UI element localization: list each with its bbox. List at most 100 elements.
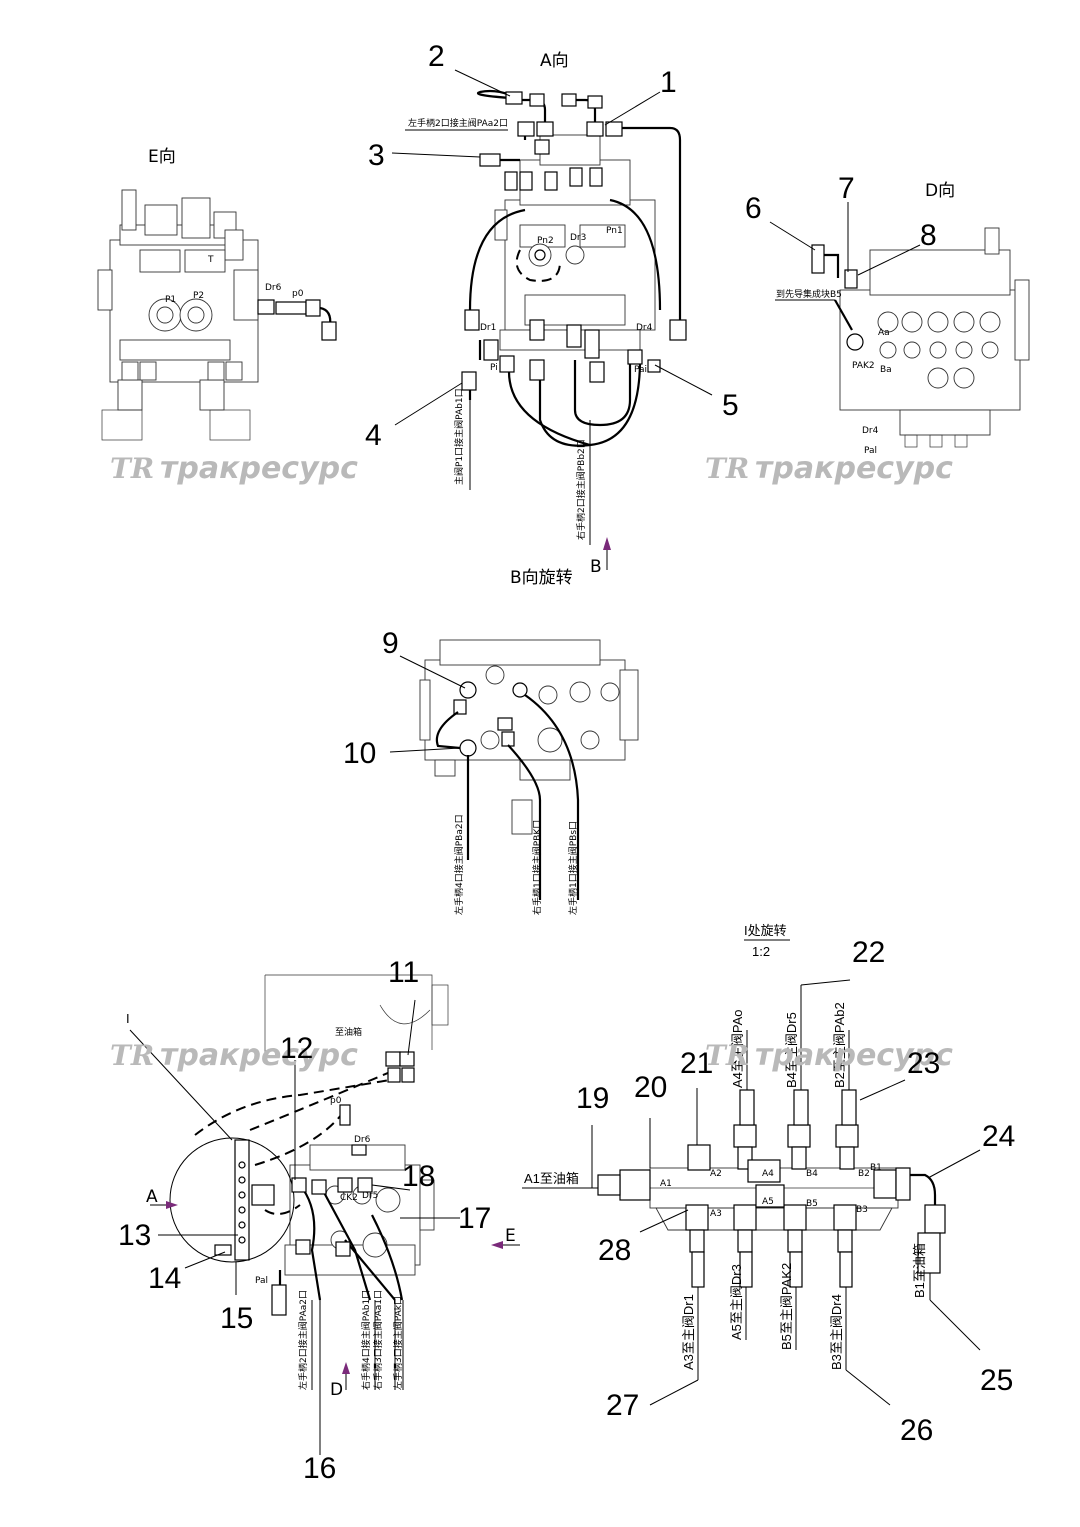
view-b-leaders (389, 655, 466, 753)
callout-5: 5 (722, 389, 739, 422)
view-a-arrow-label: A (146, 1187, 158, 1207)
view-e: E向 P1 P2 T (97, 147, 337, 441)
watermark-logo-2: TR (705, 452, 749, 485)
callout-20: 20 (634, 1071, 667, 1104)
note-assembly-4: 左手柄3口接主阀PAk口 (392, 1296, 404, 1390)
callout-23: 23 (907, 1047, 940, 1080)
view-a-title: A向 (540, 51, 569, 71)
callout-1: 1 (660, 66, 677, 99)
tank-note: 至油箱 (335, 1026, 362, 1038)
callout-6: 6 (745, 192, 762, 225)
note-i-bottom-1: A3至主阀Dr1 (681, 1294, 696, 1370)
view-b-arrow-label: B (590, 557, 602, 577)
callout-22: 22 (852, 936, 885, 969)
port-label-b5: B5 (806, 1199, 818, 1209)
view-a-hoses (468, 89, 682, 447)
note-a-left-top: 左手柄2口接主阀PAa2口 (408, 117, 508, 129)
port-label-ba: Ba (880, 365, 892, 375)
assembly-leaders (129, 999, 460, 1455)
watermark-logo-4: TR (705, 1039, 749, 1072)
watermark-4: TR тракресурс (705, 1038, 953, 1073)
detail-i-top-fittings (687, 985, 859, 1183)
note-i-a1: A1至油箱 (524, 1171, 579, 1186)
callout-4: 4 (365, 419, 382, 452)
port-label-b4: B4 (806, 1169, 818, 1179)
callout-26: 26 (900, 1414, 933, 1447)
watermark-text-2: тракресурс (755, 451, 953, 486)
view-b-fittings-hoses (435, 681, 580, 900)
assembly-manifold (214, 1139, 275, 1261)
detail-i-leaders (591, 979, 981, 1406)
port-label-pal: Pal (864, 446, 877, 456)
view-assembly: 至油箱 (126, 974, 520, 1455)
port-label-a5: A5 (762, 1197, 774, 1207)
callout-7: 7 (838, 172, 855, 205)
callout-2: 2 (428, 40, 445, 73)
port-label-pak2: PAK2 (852, 361, 875, 371)
note-b-2: 右手柄1口接主阀PBK口 (531, 820, 543, 915)
view-d: D向 (769, 181, 1030, 456)
port-label-pi: Pi (490, 363, 498, 373)
port-label-a3: A3 (710, 1209, 722, 1219)
view-a-leaders (391, 69, 713, 545)
port-label-dr3: Dr3 (570, 233, 586, 243)
watermark-logo-1: TR (110, 452, 154, 485)
detail-i-scale: 1:2 (752, 944, 770, 959)
port-label-dr4: Dr4 (636, 323, 653, 333)
callout-18: 18 (402, 1160, 435, 1193)
note-i-top-1: A4至主阀PAo (730, 1009, 745, 1088)
port-label-pal-b: Pal (255, 1276, 268, 1286)
detail-i-bottom-fittings (685, 1184, 857, 1380)
view-e-title: E向 (148, 147, 176, 167)
view-e-arrow (491, 1241, 520, 1249)
port-label-a1: A1 (660, 1179, 672, 1189)
port-label-b2: B2 (858, 1169, 870, 1179)
watermark-2: TR тракресурс (705, 451, 953, 486)
view-d-arrow (342, 1362, 350, 1390)
assembly-vertical-notes: 左手柄2口接主阀PAa2口 右手柄4口接主阀PAb1口 右手柄3口接主阀PAa1… (297, 1290, 404, 1390)
watermark-logo-3: TR (110, 1039, 154, 1072)
callout-27: 27 (606, 1389, 639, 1422)
callout-16: 16 (303, 1452, 336, 1485)
note-i-bottom-2: A5至主阀Dr3 (729, 1264, 744, 1340)
callout-8: 8 (920, 219, 937, 252)
watermark-1: TR тракресурс (110, 451, 358, 486)
note-assembly-2: 右手柄4口接主阀PAb1口 (360, 1290, 372, 1390)
port-label-b3: B3 (856, 1205, 868, 1215)
port-label-a2: A2 (710, 1169, 722, 1179)
callout-9: 9 (382, 627, 399, 660)
note-i-top-2: B4至主阀Dr5 (784, 1012, 799, 1088)
callout-19: 19 (576, 1082, 609, 1115)
port-label-dr6-b: Dr6 (354, 1135, 371, 1145)
port-label-p1: P1 (165, 295, 176, 305)
port-label-b1: B1 (870, 1163, 882, 1173)
port-label-dr5: Dr5 (362, 1191, 378, 1201)
callout-25: 25 (980, 1364, 1013, 1397)
note-b-1: 左手柄4口接主阀PBa2口 (453, 814, 465, 915)
port-label-a4: A4 (762, 1169, 774, 1179)
watermark-text-3: тракресурс (160, 1038, 358, 1073)
view-b: 左手柄4口接主阀PBa2口 右手柄1口接主阀PBK口 左手柄1口接主阀PBs口 (389, 639, 639, 915)
note-assembly-3: 右手柄3口接主阀PAa1口 (372, 1290, 384, 1390)
port-label-dr6: Dr6 (265, 283, 282, 293)
assembly-hoses (194, 1069, 404, 1301)
port-label-pn1: Pn1 (606, 226, 623, 236)
callout-11: 11 (388, 956, 419, 989)
view-a-arrow (150, 1201, 178, 1209)
view-e-arrow-label: E (505, 1226, 516, 1246)
view-b-arrow (603, 537, 611, 570)
callout-21: 21 (680, 1047, 713, 1080)
watermark-text-1: тракресурс (160, 451, 358, 486)
callout-28: 28 (598, 1234, 631, 1267)
view-e-hose-fitting (257, 299, 337, 341)
view-d-arrow-label: D (330, 1380, 343, 1400)
view-e-valve-body (97, 189, 259, 441)
view-b-title: B向旋转 (510, 568, 573, 588)
callout-15: 15 (220, 1302, 253, 1335)
note-a-right-bottom: 右手柄2口接主阀PBb2口 (575, 439, 587, 540)
callout-3: 3 (368, 139, 385, 172)
port-label-dr4-d: Dr4 (862, 426, 879, 436)
port-label-dr1: Dr1 (480, 323, 496, 333)
watermark-3: TR тракресурс (110, 1038, 358, 1073)
